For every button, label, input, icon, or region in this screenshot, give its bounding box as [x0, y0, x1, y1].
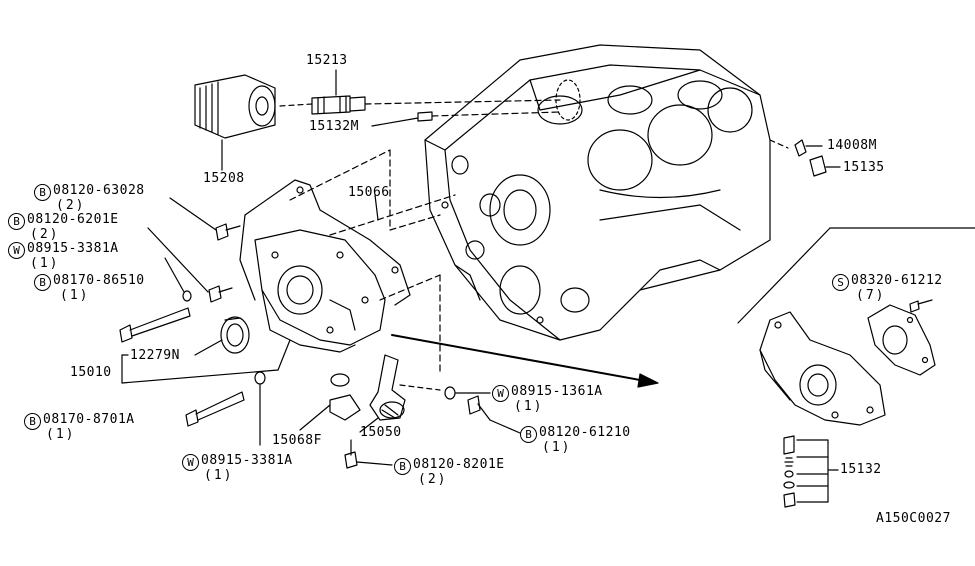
- oil-pump-drawing: [759, 311, 886, 426]
- part-label-14008m[interactable]: 14008M: [827, 138, 877, 153]
- part-label-15010[interactable]: 15010: [70, 365, 112, 380]
- bolt-code-icon: B: [24, 413, 41, 430]
- engine-block-drawing: [424, 44, 771, 341]
- part-label-15208[interactable]: 15208: [203, 171, 245, 186]
- fastener-qty: (1): [542, 440, 572, 455]
- cover-gasket-drawing: [239, 179, 411, 306]
- part-label-15213[interactable]: 15213: [306, 53, 348, 68]
- fastener-qty: (2): [418, 472, 448, 487]
- pump-cover-drawing: [867, 304, 936, 376]
- bolt-code-icon: B: [394, 458, 411, 475]
- screw-code-icon: S: [832, 274, 849, 291]
- part-label-12279n[interactable]: 12279N: [130, 348, 180, 363]
- part-label-15050[interactable]: 15050: [360, 425, 402, 440]
- washer-code-icon: W: [182, 454, 199, 471]
- diagram-code: A150C0027: [876, 511, 951, 526]
- part-label-15135[interactable]: 15135: [843, 160, 885, 175]
- part-label-15068f[interactable]: 15068F: [272, 433, 322, 448]
- fastener-qty: (2): [56, 198, 86, 213]
- bolt-code-icon: B: [8, 213, 25, 230]
- crank-seal-drawing: [220, 316, 250, 354]
- fastener-qty: (1): [30, 256, 60, 271]
- part-label-15132m[interactable]: 15132M: [309, 119, 359, 134]
- fastener-qty: (1): [204, 468, 234, 483]
- fastener-qty: (1): [514, 399, 544, 414]
- fastener-qty: (1): [60, 288, 90, 303]
- filter-stud-drawing: [311, 95, 366, 115]
- oil-strainer-drawing: [369, 354, 406, 421]
- fastener-qty: (2): [30, 227, 60, 242]
- fastener-qty: (7): [856, 288, 886, 303]
- washer-code-icon: W: [8, 242, 25, 259]
- bolt-code-icon: B: [520, 426, 537, 443]
- part-label-15132[interactable]: 15132: [840, 462, 882, 477]
- washer-code-icon: W: [492, 385, 509, 402]
- bolt-code-icon: B: [34, 274, 51, 291]
- part-label-15066[interactable]: 15066: [348, 185, 390, 200]
- fastener-qty: (1): [46, 427, 76, 442]
- front-cover-drawing: [254, 229, 386, 353]
- oil-filter-drawing: [194, 74, 276, 139]
- bolt-code-icon: B: [34, 184, 51, 201]
